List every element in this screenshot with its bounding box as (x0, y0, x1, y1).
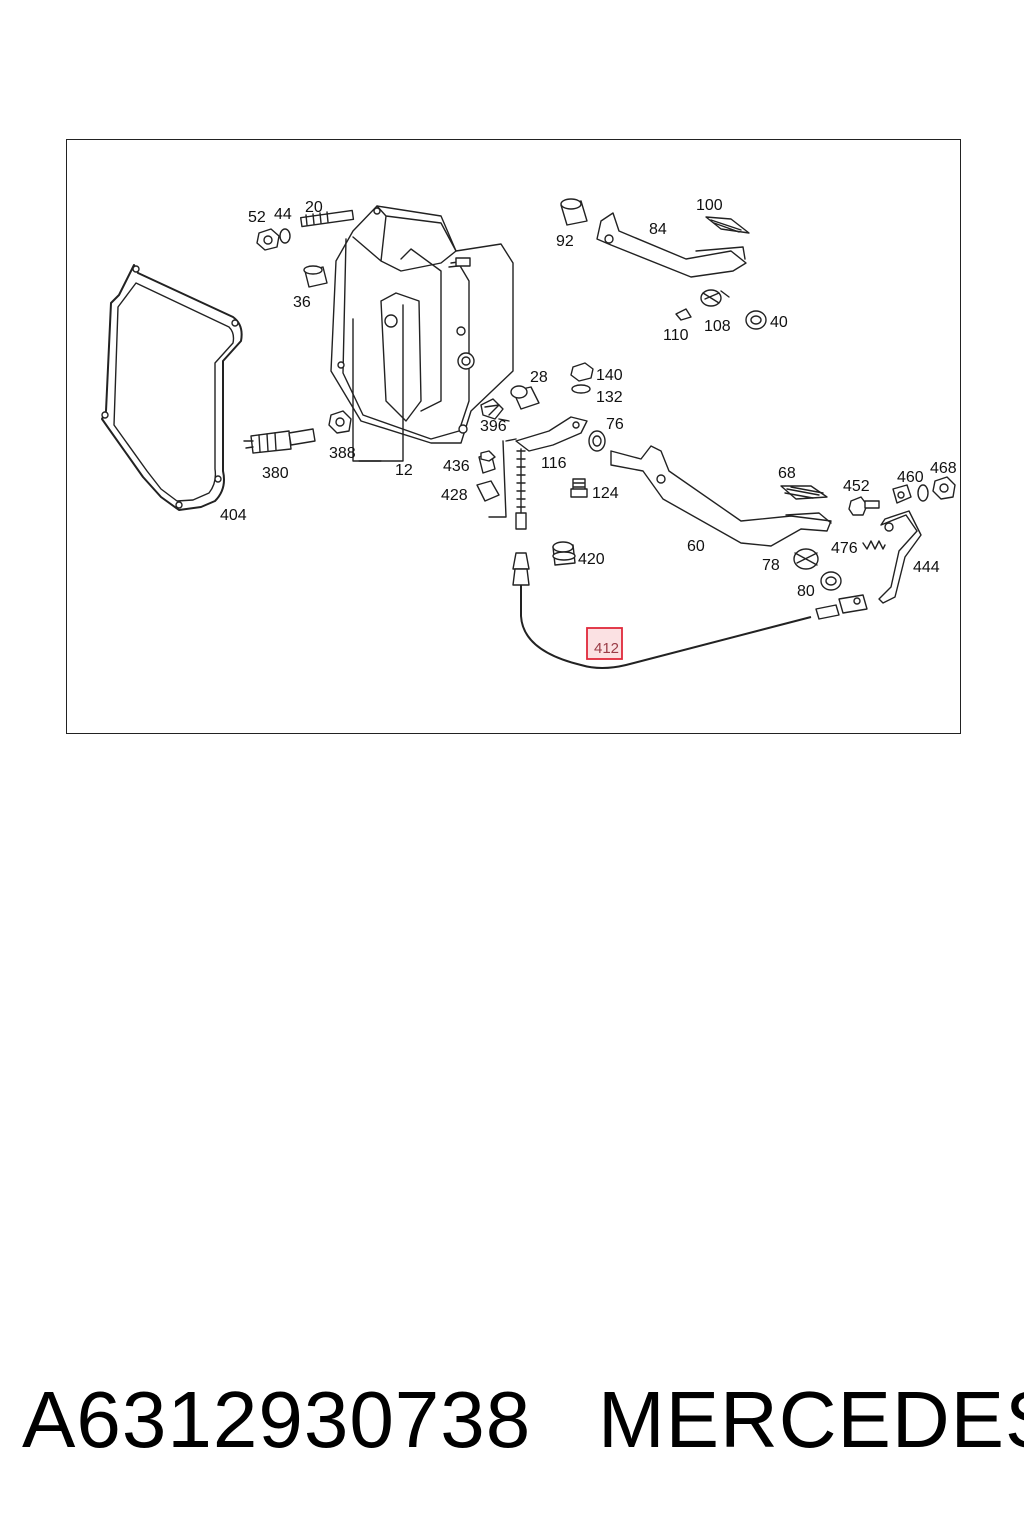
callout-60: 60 (687, 538, 705, 555)
washer-76 (588, 430, 606, 452)
callout-100: 100 (696, 197, 723, 214)
callout-380: 380 (262, 465, 289, 482)
callout-116: 116 (541, 455, 567, 472)
nut-388 (328, 410, 352, 434)
callout-404: 404 (220, 507, 247, 524)
callout-36: 36 (293, 294, 311, 311)
stud-20 (299, 209, 355, 228)
bushing-80 (820, 571, 842, 591)
nut-468 (932, 476, 956, 500)
callout-124: 124 (592, 485, 619, 502)
bushing-28 (510, 385, 540, 410)
callout-labels: 52 44 20 92 84 100 36 110 108 40 28 140 … (220, 197, 957, 600)
footer: A6312930738 MERCEDES (0, 1370, 1024, 1470)
clip-110 (675, 308, 692, 321)
grommet-420 (552, 541, 576, 566)
pedal-84 (596, 212, 747, 278)
callout-68: 68 (778, 465, 796, 482)
exploded-parts-diagram: 52 44 20 92 84 100 36 110 108 40 28 140 … (66, 139, 961, 734)
callout-12: 12 (395, 462, 413, 479)
bracket-460 (892, 484, 912, 504)
pedal-60 (610, 445, 832, 547)
callout-444: 444 (913, 559, 940, 576)
leader-lines (358, 304, 510, 462)
callout-28: 28 (530, 369, 548, 386)
callout-388: 388 (329, 445, 356, 462)
nut-52 (256, 228, 280, 251)
bolt-124 (570, 478, 588, 498)
callout-110: 110 (663, 327, 689, 344)
callout-40: 40 (770, 314, 788, 331)
callout-468: 468 (930, 460, 957, 477)
clip-428 (476, 480, 500, 502)
washer-460b (917, 484, 929, 502)
bushing-92 (560, 198, 588, 226)
clip-396 (480, 398, 504, 420)
callout-140: 140 (596, 367, 623, 384)
callout-132: 132 (596, 389, 623, 406)
bracket-116 (488, 416, 588, 518)
gasket-404 (101, 264, 243, 511)
bushing-36 (303, 265, 328, 288)
pad-68 (780, 485, 828, 500)
spring-476 (862, 540, 886, 550)
callout-396: 396 (480, 418, 507, 435)
bracket-444 (878, 510, 922, 604)
nut-436 (478, 450, 496, 474)
callout-80: 80 (797, 583, 815, 600)
bushing-40 (745, 310, 767, 330)
cable-412 (512, 448, 868, 669)
callout-76: 76 (606, 416, 624, 433)
spring-78 (793, 548, 819, 570)
callout-92: 92 (556, 233, 574, 250)
callout-52: 52 (248, 209, 266, 226)
spring-108 (700, 289, 730, 307)
callout-460: 460 (897, 469, 924, 486)
callout-436: 436 (443, 458, 470, 475)
highlighted-callout-412[interactable]: 412 (586, 627, 623, 660)
pad-100 (705, 216, 750, 234)
bolt-380 (243, 428, 316, 454)
callout-84: 84 (649, 221, 667, 238)
callout-452: 452 (843, 478, 870, 495)
callout-420: 420 (578, 551, 605, 568)
callout-78: 78 (762, 557, 780, 574)
washer-44 (279, 228, 291, 244)
diagram-drawing: 52 44 20 92 84 100 36 110 108 40 28 140 … (101, 197, 957, 669)
washer-132 (571, 384, 591, 394)
callout-428: 428 (441, 487, 468, 504)
highlight-box (586, 627, 623, 660)
callout-476: 476 (831, 540, 858, 557)
bolt-452 (848, 496, 880, 516)
callout-108: 108 (704, 318, 731, 335)
callout-44: 44 (274, 206, 292, 223)
callout-412: 412 (594, 640, 619, 657)
part-number: A6312930738 (22, 1375, 532, 1464)
nut-140 (570, 362, 594, 382)
callout-20: 20 (305, 199, 323, 216)
brand-name: MERCEDES (598, 1375, 1024, 1464)
